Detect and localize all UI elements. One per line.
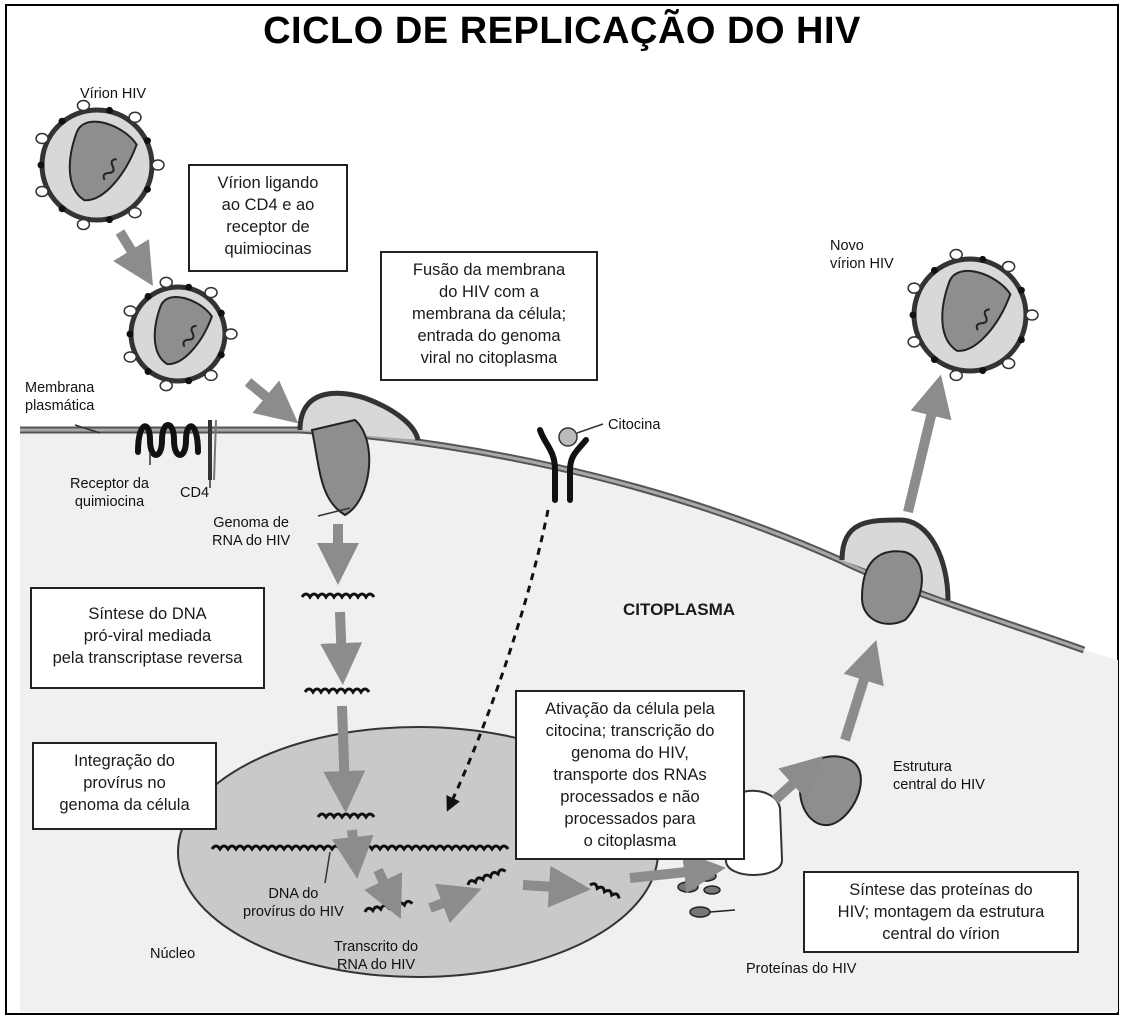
cytoplasm-label: CITOPLASMA — [623, 600, 736, 619]
binding-box: Vírion ligando ao CD4 e ao receptor de q… — [188, 164, 348, 272]
core-structure-label: Estrutura central do HIV — [893, 759, 985, 793]
cytokine-label: Citocina — [608, 417, 661, 433]
outer-frame — [5, 4, 1119, 1015]
ssdna-strand — [303, 687, 371, 695]
arrow-to-ribosome — [629, 851, 726, 894]
new-virion — [907, 248, 1039, 382]
cytokine-receptor-shape — [537, 427, 589, 503]
virion-hiv-label: Vírion HIV — [80, 86, 147, 102]
arrow-dna-to-nucleus — [323, 705, 366, 813]
arrow-rna-to-dna — [320, 611, 363, 685]
arrow-bud-to-new-virion — [903, 374, 952, 514]
assembly-box: Síntese das proteínas do HIV; montagem d… — [803, 871, 1079, 953]
hiv-virion — [35, 99, 165, 231]
hiv-proteins-label: Proteínas do HIV — [746, 961, 857, 977]
arrow-binding-to-fusion — [244, 378, 299, 424]
arrow-to-transcript — [364, 867, 403, 920]
arrow-transcript-out — [428, 883, 482, 924]
cd4-label: CD4 — [180, 485, 210, 501]
provirus-dna-label: DNA do provírus do HIV — [243, 886, 344, 920]
rna-fragment-1 — [466, 868, 507, 886]
arrow-to-core — [771, 755, 824, 804]
plasma-membrane-label: Membrana plasmática — [25, 380, 95, 414]
arrow-core-to-bud — [840, 639, 884, 742]
new-virion-label: Novo vírion HIV — [830, 238, 894, 272]
fusion-box: Fusão da membrana do HIV com a membrana … — [380, 251, 598, 381]
page-title: CICLO DE REPLICAÇÃO DO HIV — [263, 10, 861, 52]
integration-box: Integração do provírus no genoma da célu… — [32, 742, 217, 830]
chemokine-receptor-label: Receptor da quimiocina — [70, 476, 149, 510]
rna-genome-label: Genoma de RNA do HIV — [212, 515, 291, 549]
arrow-virion-to-binding — [113, 229, 153, 286]
arrow-rna-export — [522, 865, 591, 908]
rna-transcript-label: Transcrito do RNA do HIV — [334, 939, 419, 973]
nucleus-label: Núcleo — [150, 946, 196, 962]
chemokine-receptor-shape — [135, 422, 201, 458]
binding-virion — [123, 276, 238, 392]
dsdna-strand — [316, 812, 376, 820]
synthesis-dna-box: Síntese do DNA pró-viral mediada pela tr… — [30, 587, 265, 689]
rna-fragment-2 — [589, 882, 621, 899]
arrow-to-integration — [331, 829, 374, 879]
rna-strand-1 — [300, 592, 376, 600]
cytokine-signal-arrow — [446, 509, 550, 812]
activation-box: Ativação da célula pela citocina; transc… — [515, 690, 745, 860]
